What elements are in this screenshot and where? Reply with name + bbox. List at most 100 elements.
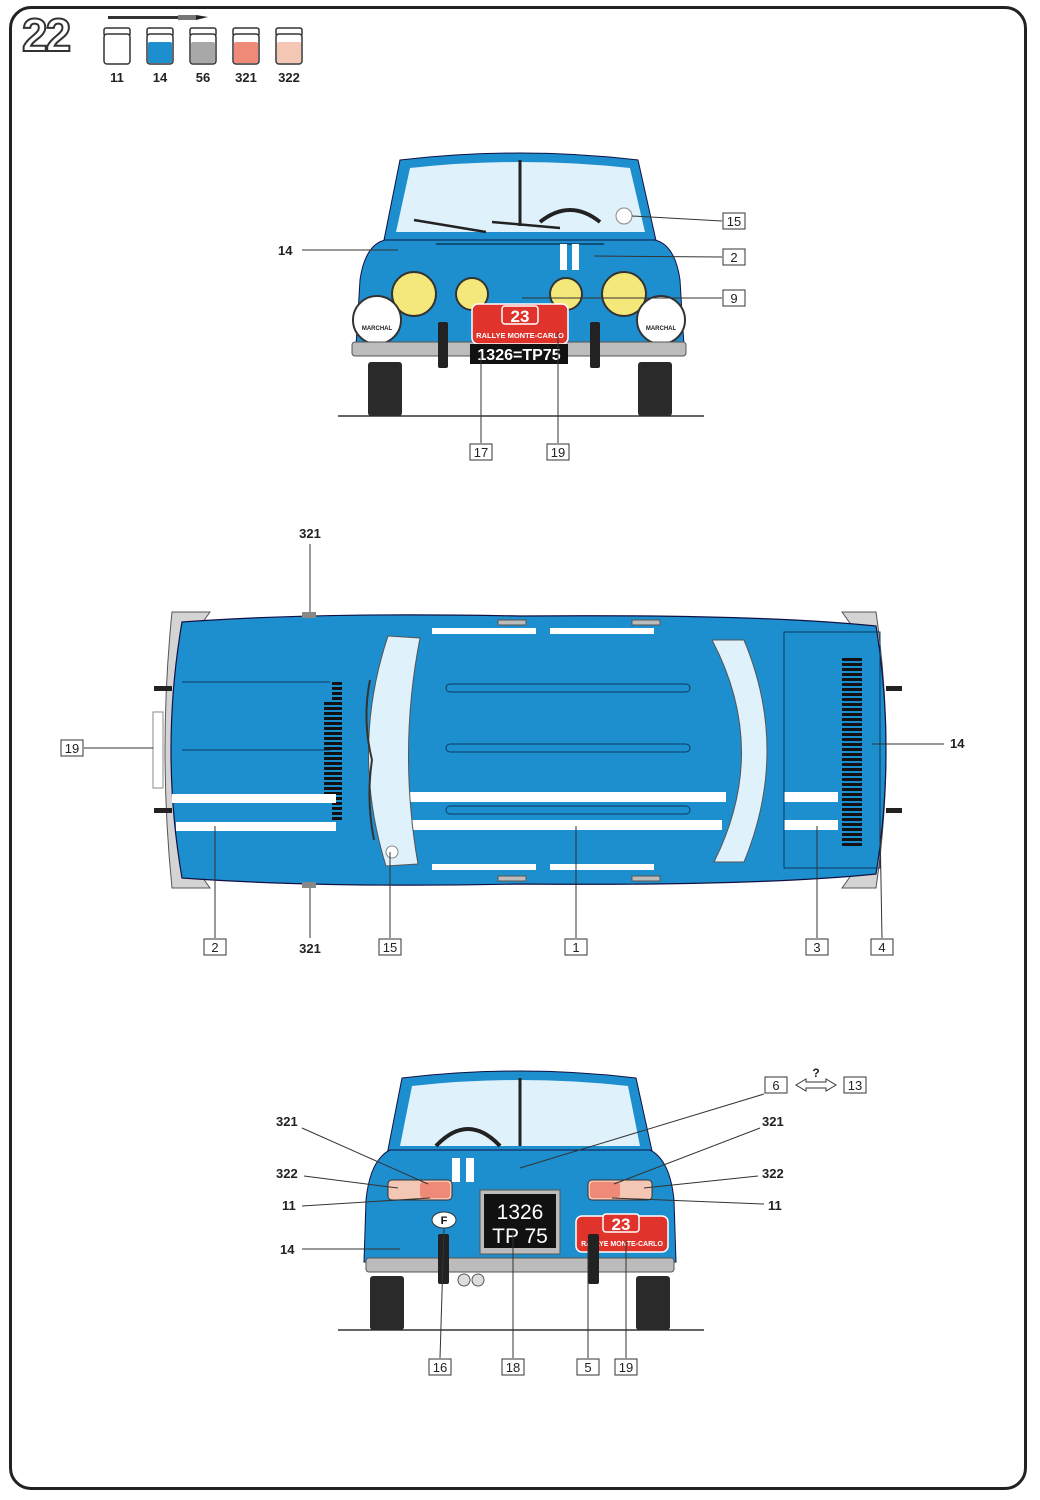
engine-vent-slat xyxy=(842,778,862,781)
bonnet-vent-slat xyxy=(332,687,342,690)
bonnet-vent-slat xyxy=(324,742,342,745)
front-decal-15-leader xyxy=(631,215,723,222)
rear-decal-19: 19 xyxy=(619,1360,633,1375)
engine-vent-slat xyxy=(842,683,862,686)
bonnet-vent-slat xyxy=(324,717,342,720)
top-side-window-2 xyxy=(550,628,654,634)
paint-code-label: 11 xyxy=(110,70,124,85)
engine-vent-slat xyxy=(842,733,862,736)
spotlight-right-text: MARCHAL xyxy=(646,326,677,332)
bonnet-vent-slat xyxy=(324,747,342,750)
top-decal-15-box xyxy=(378,938,402,956)
top-roof-rib-2 xyxy=(445,743,691,753)
front-decal-15-box xyxy=(722,212,746,230)
front-decal-15: 15 xyxy=(727,214,741,229)
front-decal-19-box xyxy=(546,443,570,461)
paint-code-label: 14 xyxy=(152,70,168,85)
bonnet-vent-slat xyxy=(324,777,342,780)
top-mirror-right xyxy=(302,882,316,888)
engine-vent-slat xyxy=(842,758,862,761)
bonnet-vent-slat xyxy=(324,712,342,715)
bonnet-vent-slat xyxy=(332,817,342,820)
top-door-handle-1 xyxy=(497,619,527,626)
top-door-handle-3 xyxy=(497,875,527,882)
engine-vent-slat xyxy=(842,793,862,796)
rear-taillight-right-red xyxy=(590,1182,620,1198)
top-roof-rib-1 xyxy=(445,683,691,693)
top-wiper-right xyxy=(368,759,375,841)
rear-left-321: 321 xyxy=(276,1114,298,1129)
engine-vent-slat xyxy=(842,798,862,801)
rear-rally-number: 23 xyxy=(612,1215,631,1234)
rear-bumper xyxy=(365,1257,675,1273)
engine-vent-slat xyxy=(842,743,862,746)
swap-arrow-icon xyxy=(795,1078,837,1092)
rear-decal-6-box xyxy=(764,1076,788,1094)
engine-vent-slat xyxy=(842,708,862,711)
rear-decal-5: 5 xyxy=(584,1360,591,1375)
rear-decal-5-box xyxy=(576,1358,600,1376)
front-number-plate xyxy=(470,344,568,364)
top-decal-2-box xyxy=(203,938,227,956)
engine-vent-slat xyxy=(842,768,862,771)
top-windscreen xyxy=(368,635,421,867)
rear-decal-16-leader xyxy=(439,1227,445,1359)
rear-decal-6: 6 xyxy=(772,1078,779,1093)
engine-vent-slat xyxy=(842,818,862,821)
top-stripe-rear-1 xyxy=(784,792,838,802)
bonnet-vent-slat xyxy=(324,757,342,760)
rear-plate-line2: TP 75 xyxy=(492,1225,548,1248)
spotlight-left xyxy=(352,295,402,345)
engine-vent-slat xyxy=(842,748,862,751)
paint-code-label: 321 xyxy=(235,70,257,85)
bonnet-vent-slat xyxy=(324,772,342,775)
top-decal-3: 3 xyxy=(813,940,820,955)
top-paint-bottom: 321 xyxy=(299,941,321,956)
rear-plate-line1: 1326 xyxy=(497,1201,544,1224)
bonnet-vent-slat xyxy=(332,812,342,815)
engine-vent-slat xyxy=(842,728,862,731)
front-rally-number: 23 xyxy=(511,307,530,326)
top-rear-window xyxy=(711,639,768,863)
front-left-tyre xyxy=(368,362,402,416)
rear-right-322: 322 xyxy=(762,1166,784,1181)
step-number: 22 xyxy=(21,9,72,61)
top-stripe-roof-1 xyxy=(408,792,726,802)
paint-pot-icon xyxy=(232,27,260,65)
top-front-grille xyxy=(152,711,164,789)
top-door-handle-2 xyxy=(631,619,661,626)
top-decal-15: 15 xyxy=(383,940,397,955)
top-decal-1-box xyxy=(564,938,588,956)
bonnet-vent-slat xyxy=(324,732,342,735)
top-roof-rib-3 xyxy=(445,805,691,815)
paint-pot-icon xyxy=(275,27,303,65)
front-overrider-left xyxy=(438,322,448,368)
bonnet-vent-slat xyxy=(324,752,342,755)
bonnet-vent-slat xyxy=(324,767,342,770)
rear-left-tyre xyxy=(370,1276,404,1330)
engine-vent-slat xyxy=(842,823,862,826)
top-side-window-3 xyxy=(432,864,536,870)
engine-vent-slat xyxy=(842,813,862,816)
rear-stripe-left xyxy=(452,1158,460,1182)
bonnet-vent-slat xyxy=(324,737,342,740)
front-view: MARCHAL MARCHAL 23 RALLYE MONTE-CARLO 13… xyxy=(278,152,746,461)
rear-right-tyre xyxy=(636,1276,670,1330)
top-decal-4-box xyxy=(870,938,894,956)
top-stripe-roof-2 xyxy=(412,820,722,830)
engine-vent-slat xyxy=(842,838,862,841)
front-decal-17-box xyxy=(469,443,493,461)
top-view: 321 321 19 14 2 15 1 3 4 xyxy=(60,526,965,956)
rear-rally-text: RALLYE MONTE-CARLO xyxy=(581,1241,663,1248)
top-front-bracket-lower xyxy=(154,808,172,813)
rear-country-badge-text: F xyxy=(441,1215,448,1227)
front-decal-9: 9 xyxy=(730,291,737,306)
engine-vent-slat xyxy=(842,688,862,691)
rear-right-322-leader xyxy=(643,1175,759,1189)
front-right-tyre xyxy=(638,362,672,416)
bonnet-vent-slat xyxy=(332,697,342,700)
front-number-plate-text: 1326=TP75 xyxy=(477,347,560,364)
bonnet-vent-slat xyxy=(324,707,342,710)
